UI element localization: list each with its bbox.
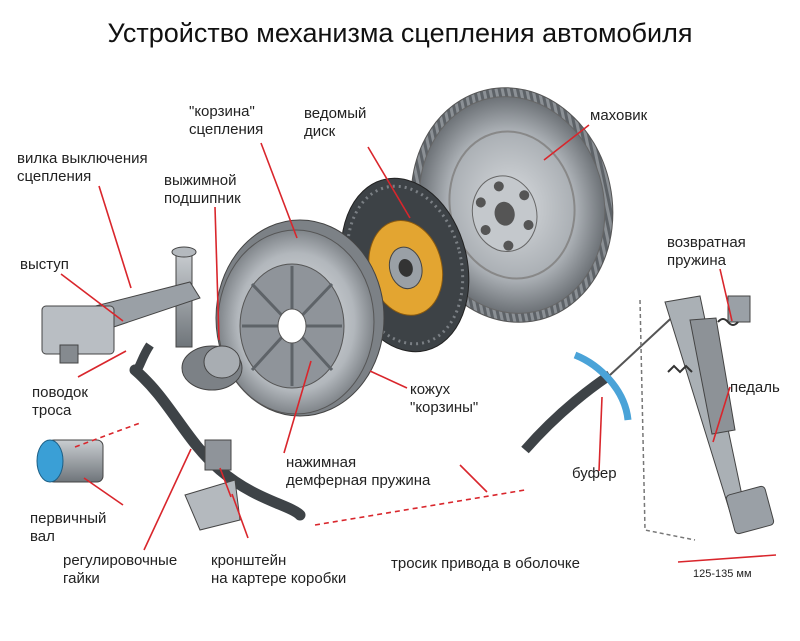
- bracket-part: [184, 439, 241, 531]
- clutch-basket-part: [215, 219, 385, 417]
- label-flywheel: маховик: [590, 107, 648, 124]
- label-driven-disc: ведомый диск: [304, 105, 367, 140]
- label-cable: тросик привода в оболочке: [391, 555, 580, 572]
- buffer-part: [573, 351, 632, 421]
- label-return-spring: возвратная пружина: [667, 234, 746, 269]
- pedal-travel-dimension: 125-135 мм: [693, 568, 752, 580]
- label-input-shaft: первичный вал: [30, 510, 107, 545]
- label-basket-cover: кожух "корзины": [410, 381, 479, 416]
- label-release-fork: вилка выключения сцепления: [17, 150, 148, 185]
- label-clutch-basket: "корзина" сцепления: [189, 103, 264, 138]
- label-cable-lead: поводок троса: [32, 384, 88, 419]
- label-buffer: буфер: [572, 465, 617, 482]
- release-fork-part: [41, 246, 243, 391]
- label-damper-spring: нажимная демферная пружина: [286, 454, 431, 489]
- label-release-bearing: выжимной подшипник: [164, 172, 241, 207]
- label-bracket: кронштейн на картере коробки: [211, 552, 347, 587]
- label-protrusion: выступ: [20, 256, 69, 273]
- leader-lines: [60, 124, 777, 563]
- label-adjusting-nuts: регулировочные гайки: [63, 552, 178, 587]
- input-shaft-part: [36, 439, 104, 483]
- label-pedal: педаль: [730, 379, 780, 396]
- pedal-part: [639, 295, 775, 541]
- diagram-title: Устройство механизма сцепления автомобил…: [107, 18, 693, 48]
